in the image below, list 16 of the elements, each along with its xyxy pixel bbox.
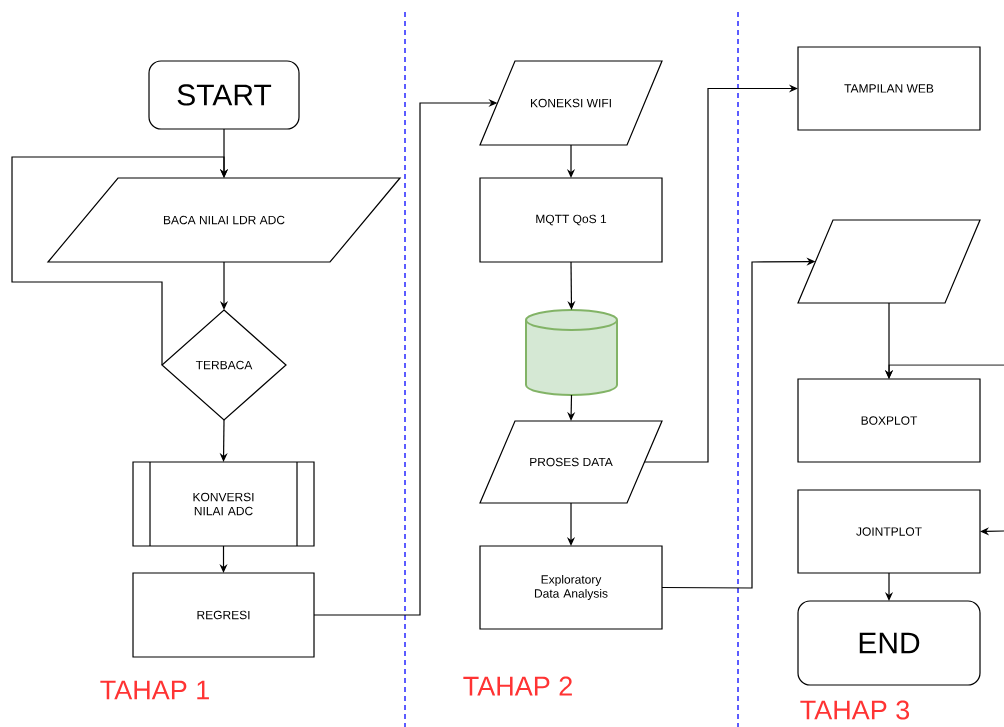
- stage-label: TAHAP 1: [100, 680, 209, 700]
- process-box: JOINTPLOT: [797, 489, 981, 574]
- arrow: [567, 394, 576, 421]
- database-cylinder: [525, 309, 618, 396]
- process-box: REGRESI: [132, 572, 315, 658]
- process-box: MQTT QoS 1: [479, 177, 663, 263]
- input-output-parallelogram: [797, 219, 981, 304]
- arrow: [11, 156, 229, 366]
- subprocess-box: KONVERSI NILAI ADC: [132, 461, 315, 547]
- stage-label: TAHAP 2: [463, 676, 572, 696]
- process-box: BOXPLOT: [797, 378, 981, 463]
- input-output-parallelogram: PROSES DATA: [479, 420, 663, 504]
- arrow: [643, 84, 798, 463]
- process-box: TAMPILAN WEB: [797, 46, 981, 131]
- input-output-parallelogram: KONEKSI WIFI: [479, 60, 663, 146]
- process-box: Exploratory Data Analysis: [479, 545, 663, 630]
